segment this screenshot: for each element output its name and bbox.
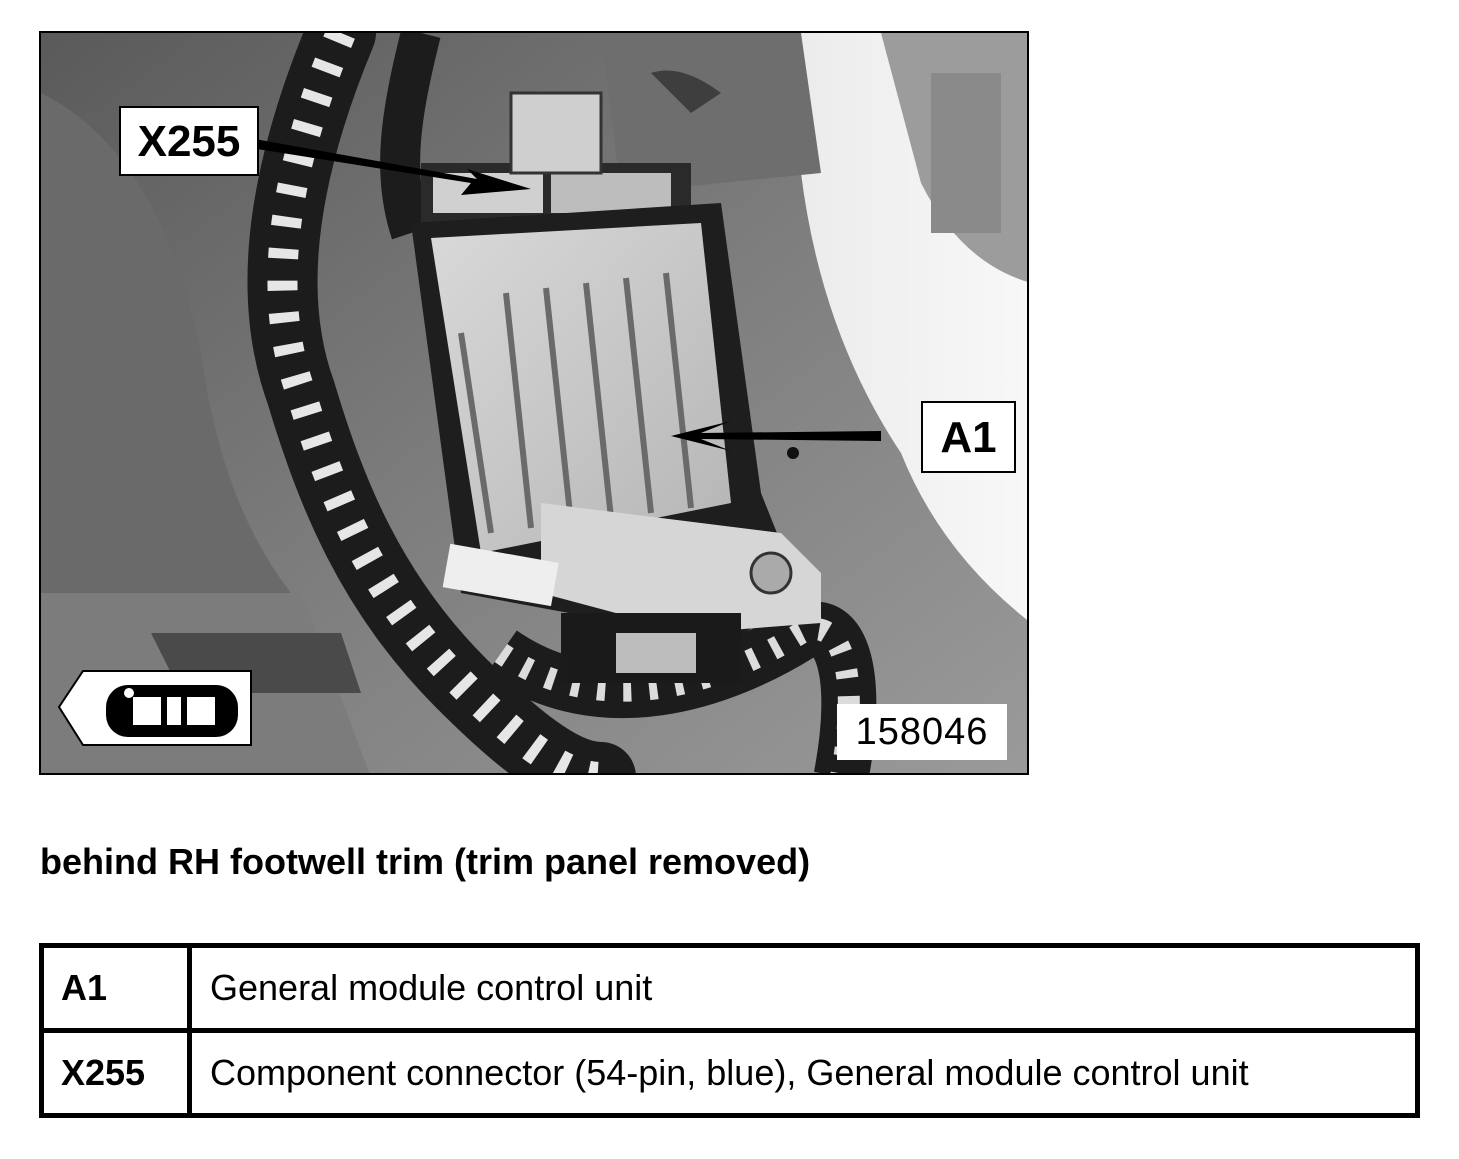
- legend-table: A1 General module control unit X255 Comp…: [39, 943, 1420, 1118]
- photo-illustration: [41, 33, 1027, 773]
- callout-x255-label: X255: [119, 106, 259, 176]
- component-photo: X255 A1 158046: [39, 31, 1029, 775]
- callout-a1-label: A1: [921, 401, 1016, 473]
- legend-code: X255: [39, 1028, 192, 1118]
- legend-description: General module control unit: [187, 943, 1420, 1033]
- car-location-icon: [57, 670, 252, 746]
- figure-caption: behind RH footwell trim (trim panel remo…: [40, 841, 811, 882]
- legend-code: A1: [39, 943, 192, 1033]
- table-row: A1 General module control unit: [39, 943, 1420, 1033]
- legend-description: Component connector (54-pin, blue), Gene…: [187, 1028, 1420, 1118]
- table-row: X255 Component connector (54-pin, blue),…: [39, 1028, 1420, 1118]
- figure-number: 158046: [837, 704, 1007, 760]
